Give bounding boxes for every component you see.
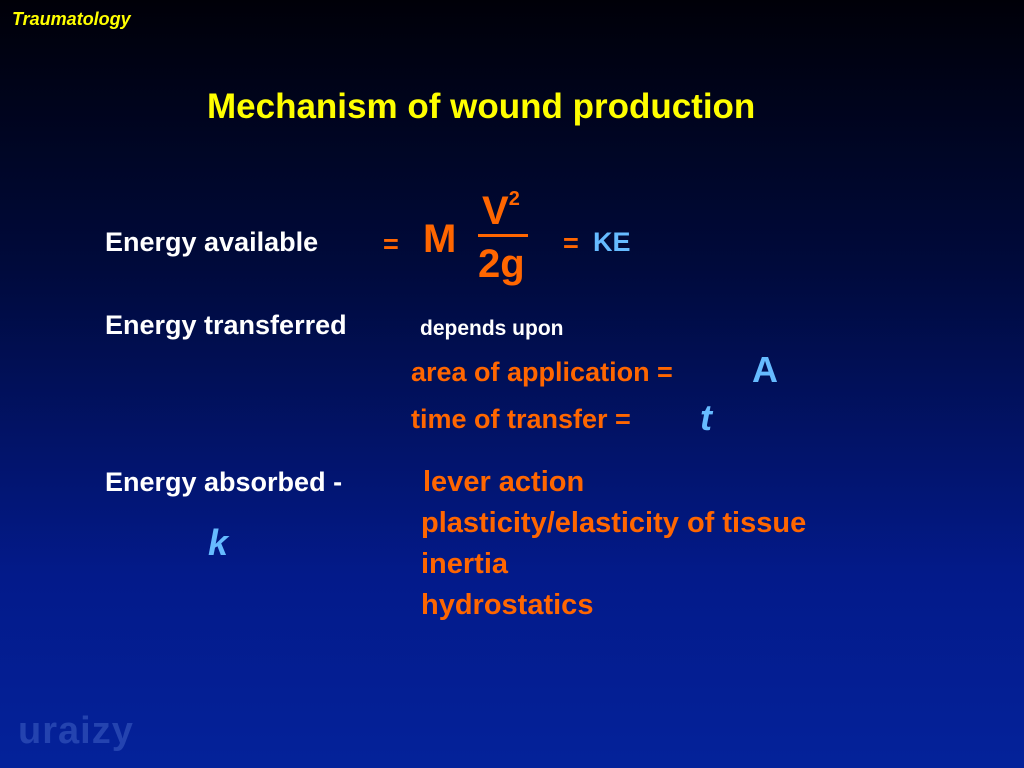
slide-title: Mechanism of wound production [207,87,756,126]
velocity-symbol: V [482,189,509,233]
energy-transferred-label: Energy transferred [105,310,347,340]
absorbed-factor-lever-action: lever action [423,466,585,498]
course-header: Traumatology [12,9,131,29]
fraction-denominator: 2g [478,242,525,286]
velocity-exponent: 2 [508,188,520,210]
fraction-numerator: V2 [482,188,520,233]
time-of-transfer-text: time of transfer = [411,404,631,434]
absorption-symbol: k [208,522,229,563]
energy-absorbed-label: Energy absorbed - [105,467,343,497]
equals-sign-2: = [563,228,579,258]
equals-sign: = [383,229,399,259]
watermark-logo: uraizy [18,710,134,752]
area-of-application-text: area of application = [411,357,673,387]
absorbed-factor-plasticity: plasticity/elasticity of tissue [421,507,807,539]
mass-symbol: M [423,217,457,261]
depends-upon-text: depends upon [420,317,564,340]
absorbed-factor-inertia: inertia [421,548,509,580]
kinetic-energy-symbol: KE [593,227,631,257]
area-symbol: A [752,349,778,390]
time-symbol: t [700,397,712,438]
fraction-bar [478,234,528,237]
absorbed-factor-hydrostatics: hydrostatics [421,589,594,621]
energy-available-label: Energy available [105,227,319,257]
